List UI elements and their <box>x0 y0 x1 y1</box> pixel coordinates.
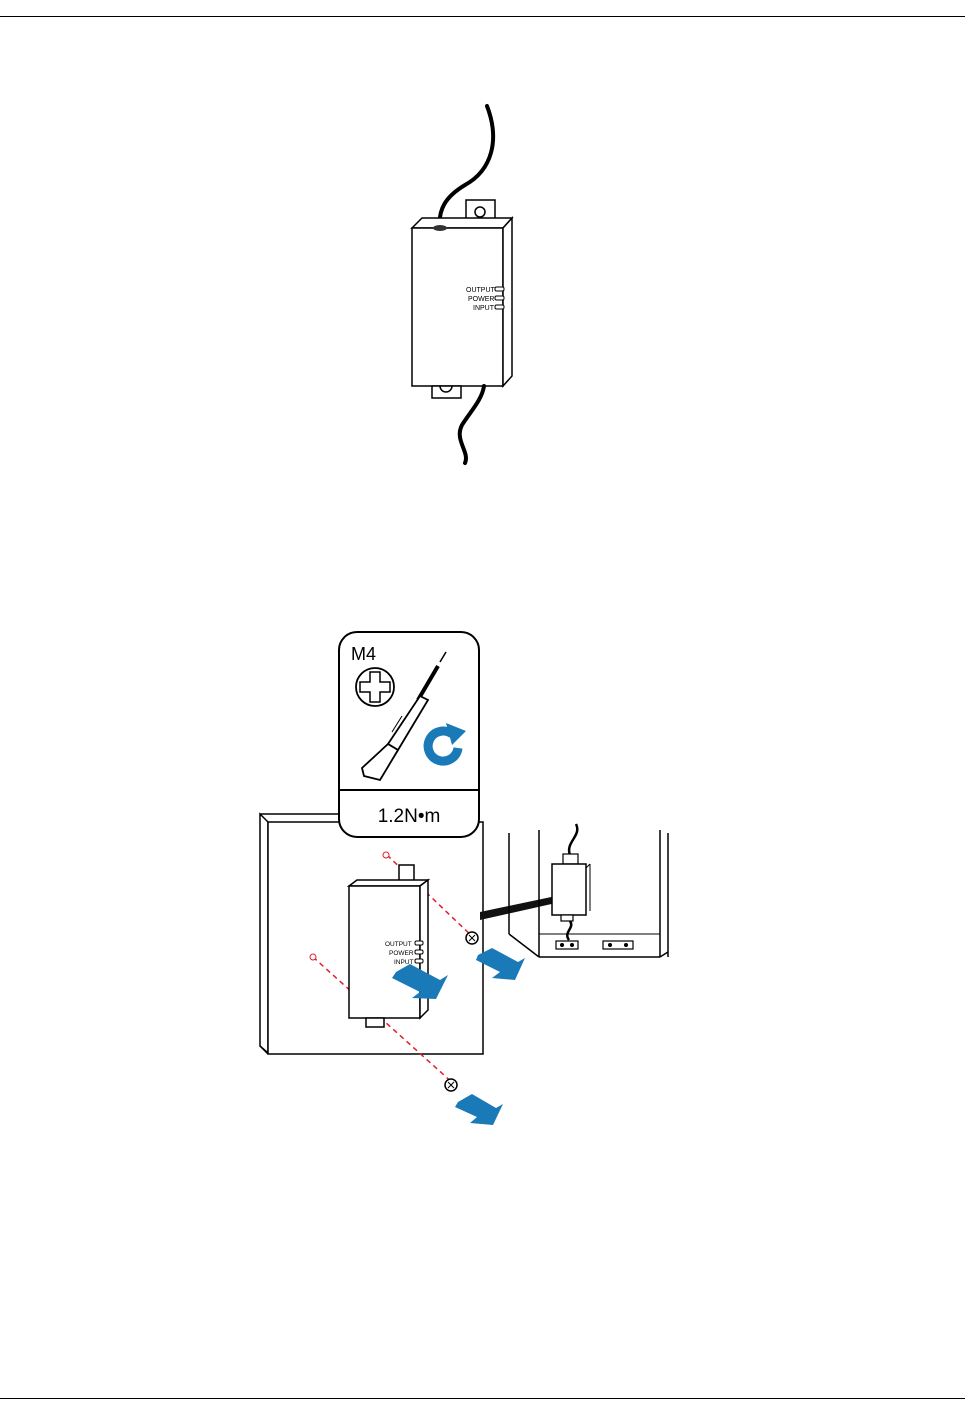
mounted-power-label: POWER <box>389 950 414 957</box>
upper-screw-icon <box>466 932 478 944</box>
screw-size-label: M4 <box>351 644 376 664</box>
surge-protector-figure: OUTPUT POWER INPUT <box>0 95 965 475</box>
lower-screw-icon <box>445 1079 457 1091</box>
footer-rule <box>0 1398 965 1399</box>
input-label: INPUT <box>473 305 495 312</box>
output-label: OUTPUT <box>466 287 496 294</box>
power-label: POWER <box>468 296 494 303</box>
torque-label: 1.2N•m <box>378 806 441 827</box>
bottom-cable <box>460 386 484 463</box>
torque-callout: M4 1.2N•m <box>339 632 479 837</box>
mounted-output-label: OUTPUT <box>385 941 412 948</box>
installation-figure: M4 1.2N•m OUTPUT POWER INPUT <box>0 625 965 1130</box>
phillips-screw-icon <box>356 668 394 706</box>
surge-protector-body <box>412 218 512 386</box>
cabinet-inset <box>480 824 668 957</box>
header-rule <box>0 16 965 17</box>
lower-screw-arrow-icon <box>455 1094 503 1125</box>
